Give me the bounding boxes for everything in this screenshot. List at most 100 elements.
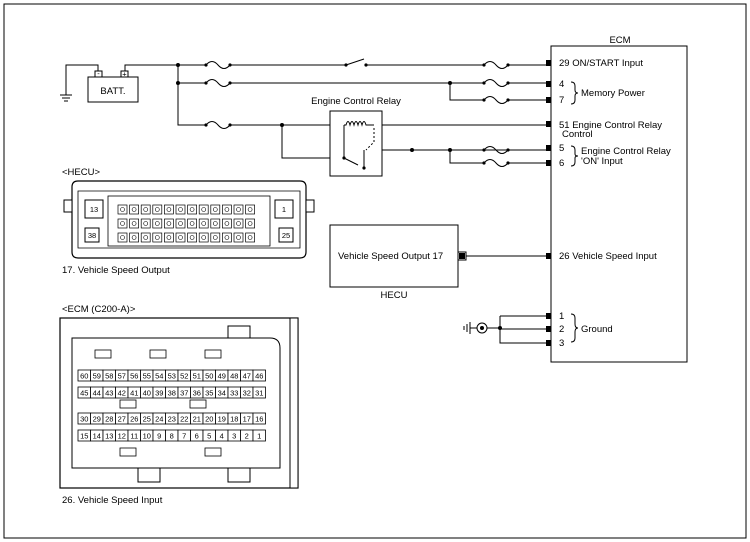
ecm-pin-3-label: 3 — [559, 338, 564, 349]
ecm-pin-6-label: 6 — [559, 158, 564, 169]
hecu-connector-pin-cell — [129, 218, 139, 229]
ecm-connector-pin-number: 51 — [193, 372, 201, 381]
ecm-connector-pin-number: 4 — [220, 432, 224, 441]
hecu-connector-pin-cell — [187, 218, 197, 229]
ecm-connector-pin-number: 22 — [180, 415, 188, 424]
ecm-connector-pin-number: 14 — [93, 432, 101, 441]
hecu-connector-pin-cell — [164, 204, 174, 215]
hecu-connector-pin-cell — [222, 218, 232, 229]
fuse-icon — [205, 61, 231, 69]
ecm-connector-pin-number: 7 — [182, 432, 186, 441]
ecm-connector-pin-number: 31 — [255, 389, 263, 398]
ecm-connector-pin-number: 49 — [218, 372, 226, 381]
hecu-connector-pin-cell — [222, 204, 232, 215]
ecm-connector-pin-number: 16 — [255, 415, 263, 424]
hecu-connector-pin-cell — [245, 204, 255, 215]
ecm-connector-pin-number: 26 — [130, 415, 138, 424]
ecm-connector-pin-number: 9 — [157, 432, 161, 441]
ecm-connector-pin-number: 29 — [93, 415, 101, 424]
hecu-pin-38: 38 — [88, 231, 96, 240]
ecm-connector-key — [119, 399, 137, 409]
ecm-connector-pin-number: 25 — [143, 415, 151, 424]
ecm-connector-pin-number: 19 — [218, 415, 226, 424]
ecm-connector-pin-number: 11 — [130, 432, 138, 441]
ecm-connector-pin-number: 50 — [205, 372, 213, 381]
relay-contact-icon — [343, 157, 359, 166]
ecm-connector-pin-number: 2 — [245, 432, 249, 441]
hecu-connector-pin-cell — [164, 232, 174, 243]
hecu-connector-pin-cell — [117, 204, 128, 215]
ecm-title: ECM — [609, 35, 630, 46]
hecu-connector-pin-cell — [129, 232, 139, 243]
ecm-connector-pin-number: 39 — [155, 389, 163, 398]
hecu-connector-pin-cell — [175, 232, 186, 243]
relay-coil-icon — [344, 121, 374, 127]
ecm-connector-pin-number: 57 — [118, 372, 126, 381]
ecm-pin-4-label: 4 — [559, 79, 564, 90]
ecm-block: ECM 29 ON/START Input 4 7 Memory Power 5… — [546, 35, 688, 363]
ecm-connector-pin-number: 33 — [230, 389, 238, 398]
relay-label: Engine Control Relay — [311, 96, 401, 107]
hecu-connector-pin-cell — [233, 232, 244, 243]
hecu-pin-1: 1 — [282, 205, 286, 214]
ecm-connector-pin-cell — [252, 429, 266, 442]
hecu-connector-pin-cell — [245, 232, 255, 243]
ecm-connector-pin-number: 60 — [80, 372, 88, 381]
ecm-connector-pin-number: 40 — [143, 389, 151, 398]
ecm-connector-pin-number: 58 — [105, 372, 113, 381]
fuse-icon — [483, 146, 509, 154]
hecu-connector-pin-cell — [117, 232, 128, 243]
hecu-connector-pin-cell — [140, 232, 151, 243]
fuse-icon — [483, 79, 509, 87]
ecm-connector-pin-number: 27 — [118, 415, 126, 424]
ecm-connector-key — [204, 349, 222, 359]
ecm-connector-key — [204, 447, 222, 457]
battery: BATT. - + — [60, 64, 178, 103]
ecm-connector-title: <ECM (C200-A)> — [62, 304, 136, 315]
wiring — [176, 58, 546, 344]
hecu-connector-pin-cell — [187, 204, 197, 215]
ecm-connector-key — [149, 349, 167, 359]
ecm-connector-pin-number: 53 — [168, 372, 176, 381]
ecm-connector-pin-number: 30 — [80, 415, 88, 424]
hecu-connector-pin-cell — [164, 218, 174, 229]
hecu-connector-pin-cell — [210, 218, 221, 229]
fuse-icon — [483, 61, 509, 69]
ecm-box — [550, 45, 688, 363]
ecm-connector-pin-number: 21 — [193, 415, 201, 424]
ecm-connector-pin-number: 12 — [118, 432, 126, 441]
ecm-connector-pin-cell — [252, 412, 266, 425]
ecm-connector-pin-cell — [252, 386, 266, 399]
hecu-connector: <HECU> 13 1 38 25 17. Vehicle Speed Outp… — [62, 167, 315, 276]
hecu-connector-pin-cell — [245, 218, 255, 229]
hecu-connector-pin-cell — [152, 218, 163, 229]
hecu-connector-pin-cell — [187, 232, 197, 243]
ecm-connector-pin-number: 20 — [205, 415, 213, 424]
ecm-connector-pin-number: 48 — [230, 372, 238, 381]
ecm-pin-5-label: 5 — [559, 143, 564, 154]
ecm-connector-pin-number: 56 — [130, 372, 138, 381]
hecu-pin-13: 13 — [90, 205, 98, 214]
ecm-pin-2-label: 2 — [559, 324, 564, 335]
hecu-connector-pin-cell — [129, 204, 139, 215]
ecr-on-brace — [570, 145, 579, 167]
hecu-connector-pin-cell — [140, 204, 151, 215]
hecu-connector-pin-cell — [140, 218, 151, 229]
hecu-connector-pin-cell — [198, 204, 209, 215]
ecm-connector-pin-cell — [252, 369, 266, 382]
battery-ground-icon — [60, 94, 72, 102]
ecm-connector-pin-number: 5 — [207, 432, 211, 441]
memory-power-label: Memory Power — [581, 88, 645, 99]
hecu-connector-pin-cell — [210, 204, 221, 215]
ecm-connector-pin-number: 59 — [93, 372, 101, 381]
ecm-connector-pin-number: 37 — [180, 389, 188, 398]
engine-control-relay: Engine Control Relay — [311, 96, 401, 177]
ecm-connector-pin-number: 32 — [243, 389, 251, 398]
ecm-connector-pin-number: 54 — [155, 372, 163, 381]
ecm-connector-pin-number: 23 — [168, 415, 176, 424]
ecm-connector-pin-number: 52 — [180, 372, 188, 381]
fuse-icon — [205, 79, 231, 87]
ecm-connector-pin-number: 44 — [93, 389, 101, 398]
ecm-connector-pin-number: 15 — [80, 432, 88, 441]
